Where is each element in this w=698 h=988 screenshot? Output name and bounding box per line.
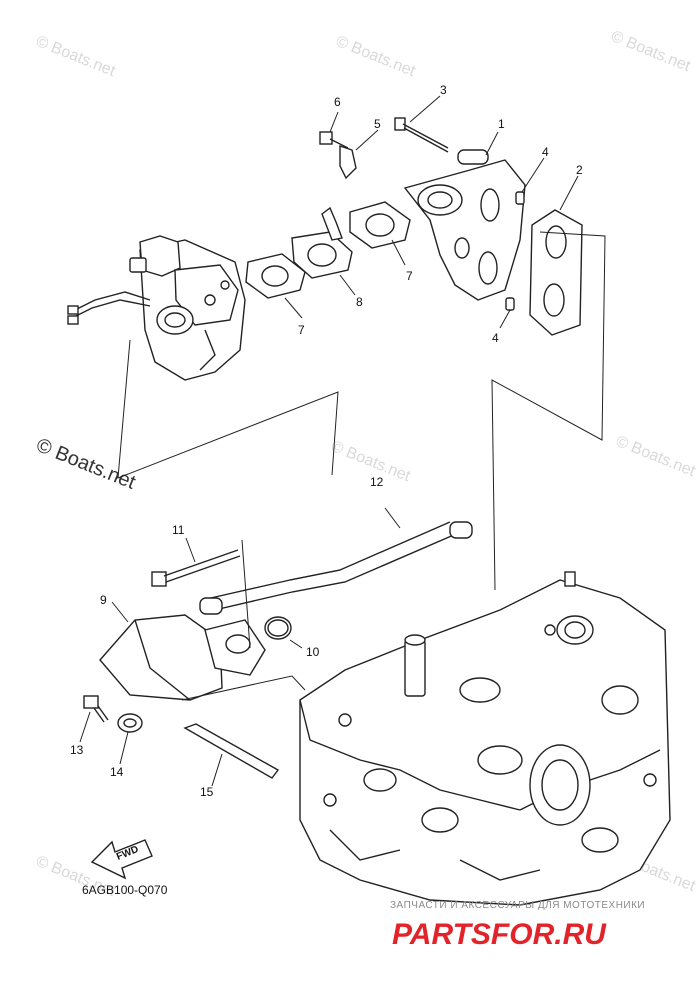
intake-manifold-1 — [403, 149, 526, 301]
tie-band-15 — [183, 723, 280, 787]
callout-14: 14 — [110, 765, 124, 779]
bolt-6-clamp-5 — [319, 131, 357, 180]
bolt-11 — [151, 537, 241, 587]
grommet-14 — [117, 713, 143, 765]
shop-logo: PARTSFOR.RU — [392, 918, 607, 951]
insulator-8 — [291, 206, 353, 279]
watermark: © Boats.net — [334, 33, 419, 80]
carburetor-assembly — [67, 235, 246, 381]
watermark: © Boats.net — [609, 28, 694, 75]
callout-labels: 1 2 3 4 4 5 6 7 7 8 9 10 11 12 13 14 15 — [70, 83, 583, 799]
shop-branding: ЗАПЧАСТИ И АКСЕССУАРЫ ДЛЯ МОТОТЕХНИКИ PA… — [390, 900, 645, 951]
o-ring-10 — [264, 616, 303, 649]
gasket-2 — [529, 209, 583, 336]
callout-7-right: 7 — [406, 269, 413, 283]
bolt-3 — [394, 117, 449, 153]
diagram-code: 6AGB100-Q070 — [82, 883, 168, 897]
callout-8: 8 — [356, 295, 363, 309]
callout-9: 9 — [100, 593, 107, 607]
callout-7-left: 7 — [298, 323, 305, 337]
callout-11: 11 — [172, 523, 185, 537]
callout-5: 5 — [374, 117, 381, 131]
gasket-7-right — [349, 201, 411, 249]
callout-13: 13 — [70, 743, 84, 757]
watermark: © Boats.net — [614, 433, 698, 480]
callout-3: 3 — [440, 83, 447, 97]
callout-10: 10 — [306, 645, 320, 659]
shop-tagline: ЗАПЧАСТИ И АКСЕССУАРЫ ДЛЯ МОТОТЕХНИКИ — [390, 900, 645, 911]
bolt-13 — [79, 695, 109, 743]
engine-block — [299, 507, 671, 906]
callout-4-upper: 4 — [542, 145, 549, 159]
callout-2: 2 — [576, 163, 583, 177]
hose-12 — [199, 521, 473, 615]
gasket-7-left — [245, 253, 306, 299]
callout-12: 12 — [370, 475, 384, 489]
assembly-lines-lower — [181, 539, 306, 701]
assembly-lines-upper — [117, 231, 606, 591]
watermark-strong: © Boats.net — [33, 434, 139, 494]
callout-6: 6 — [334, 95, 341, 109]
fwd-arrow-icon: FWD — [90, 839, 153, 880]
callout-15: 15 — [200, 785, 214, 799]
silencer-9 — [99, 601, 266, 701]
callout-1: 1 — [498, 117, 505, 131]
watermark: © Boats.net — [34, 33, 119, 80]
callout-4-lower: 4 — [492, 331, 499, 345]
upper-leaders — [284, 95, 579, 329]
